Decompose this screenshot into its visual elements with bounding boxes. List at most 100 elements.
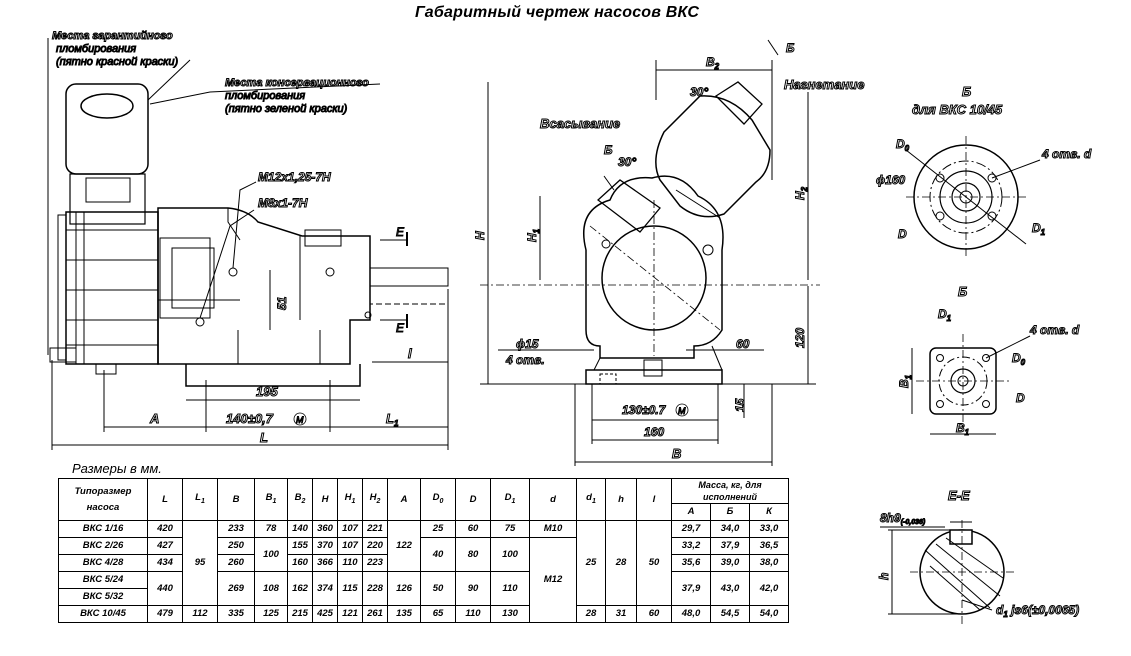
th-h1: H1 (337, 478, 363, 521)
cell: 110 (490, 571, 530, 606)
cell: 34,0 (710, 520, 750, 538)
cell: 360 (312, 520, 338, 538)
cell: ВКС 10/45 (58, 605, 148, 623)
th-l: L (147, 478, 183, 521)
cell: 28 (576, 605, 606, 623)
cell: 37,9 (671, 571, 711, 606)
cell: 121 (337, 605, 363, 623)
th-dd1: d1 (576, 478, 606, 521)
cell: 427 (147, 537, 183, 555)
label-d0: D0 (896, 137, 910, 153)
dim-160: 160 (644, 425, 664, 439)
dim-h2: H2 (793, 186, 809, 200)
view-ee-title: E-E (948, 488, 970, 503)
cell: 107 (337, 537, 363, 555)
th-hh: h (605, 478, 637, 521)
cell: 100 (490, 537, 530, 572)
cell: 28 (605, 520, 637, 606)
label-4-holes-d: 4 отв. d (1041, 147, 1092, 161)
cell: M10 (529, 520, 577, 538)
cell: 250 (217, 537, 255, 555)
table-row: ВКС 10/45 479 112 335 125 215 425 121 26… (58, 605, 789, 623)
label-suction: Всасывание (540, 116, 620, 131)
cell: 48,0 (671, 605, 711, 623)
label-seal-conserv-2: пломбирования (225, 90, 305, 102)
cell: 233 (217, 520, 255, 538)
dim-120: 120 (793, 328, 807, 348)
cell: 78 (254, 520, 288, 538)
th-type: Типоразмер насоса (58, 478, 148, 521)
dim-b2: B2 (706, 55, 720, 71)
label-seal-conserv-3: (пятно зеленой краски) (225, 103, 348, 115)
label-key: 8h9(-0,036) (880, 511, 926, 526)
cell: 112 (182, 605, 218, 623)
cell: 108 (254, 571, 288, 606)
label-b-arrow-1: Б (604, 143, 613, 157)
label-seal-warranty: Места гарантийного (52, 30, 173, 42)
cell: 160 (287, 554, 313, 572)
cell: 140 (287, 520, 313, 538)
view-b-subtitle: для ВКС 10/45 (912, 102, 1003, 117)
label-seal-warranty-3: (пятно красной краски) (56, 56, 178, 68)
cell: 36,5 (749, 537, 789, 555)
dim-a: A (149, 411, 159, 426)
th-mass-k: К (749, 503, 789, 521)
cell: 25 (420, 520, 456, 538)
cell: 42,0 (749, 571, 789, 606)
label-d1: D1 (1032, 221, 1046, 237)
label-angle-30-b: 30° (690, 85, 708, 99)
th-b: B (217, 478, 255, 521)
cell: 29,7 (671, 520, 711, 538)
label-d1-js6: d1 js6(±0,0065) (996, 603, 1079, 619)
cell: ВКС 5/32 (58, 588, 148, 606)
cell: 425 (312, 605, 338, 623)
cell: 95 (182, 520, 218, 606)
th-mass: Масса, кг, для исполнений (671, 478, 789, 504)
cell: 155 (287, 537, 313, 555)
cell: 40 (420, 537, 456, 572)
cell: 374 (312, 571, 338, 606)
th-h2: H2 (362, 478, 388, 521)
cell: 420 (147, 520, 183, 538)
drawing-canvas: Места гарантийного пломбирования (пятно … (47, 30, 1092, 466)
label-thread1: M12x1,25-7H (258, 170, 331, 184)
cell: 440 (147, 571, 183, 606)
dim-m: M (296, 415, 304, 425)
cell: 135 (387, 605, 421, 623)
cell: ВКС 1/16 (58, 520, 148, 538)
label-d1-sq: D1 (938, 307, 952, 323)
cell: 223 (362, 554, 388, 572)
cell: 366 (312, 554, 338, 572)
cell: 479 (147, 605, 183, 623)
cell: ВКС 5/24 (58, 571, 148, 589)
cell: 221 (362, 520, 388, 538)
th-dd: d (529, 478, 577, 521)
th-h: H (312, 478, 338, 521)
label-h: h (877, 573, 891, 580)
dim-l: L (260, 430, 268, 445)
dim-l-small: l (408, 346, 412, 361)
section-ee-canvas: E-E 8h9(-0,036) h d1 js6(±0,0065) (877, 488, 1080, 624)
th-ll: l (636, 478, 672, 521)
cell: 126 (387, 571, 421, 606)
label-d0-sq: D0 (1012, 351, 1026, 367)
cell: 54,5 (710, 605, 750, 623)
label-phi160: ϕ160 (876, 173, 905, 187)
dim-60: 60 (736, 337, 750, 351)
label-d-sq: D (1016, 391, 1025, 405)
page-title: Габаритный чертеж насосов ВКС (415, 4, 700, 21)
th-d1: D1 (490, 478, 530, 521)
label-phi15: ϕ15 (516, 337, 539, 351)
cell: 434 (147, 554, 183, 572)
table-row: ВКС 2/26 427 250 100 155 370 107 220 40 … (58, 537, 789, 623)
dim-h: H (473, 231, 487, 240)
cell: 80 (455, 537, 491, 572)
th-mass-a: A (671, 503, 711, 521)
cell: 107 (337, 520, 363, 538)
cell: M12 (529, 537, 577, 623)
th-d0: D0 (420, 478, 456, 521)
view-b-square (911, 334, 1031, 435)
cell: 220 (362, 537, 388, 555)
cell: 50 (636, 520, 672, 606)
label-b1-vert: B1 (897, 374, 913, 388)
